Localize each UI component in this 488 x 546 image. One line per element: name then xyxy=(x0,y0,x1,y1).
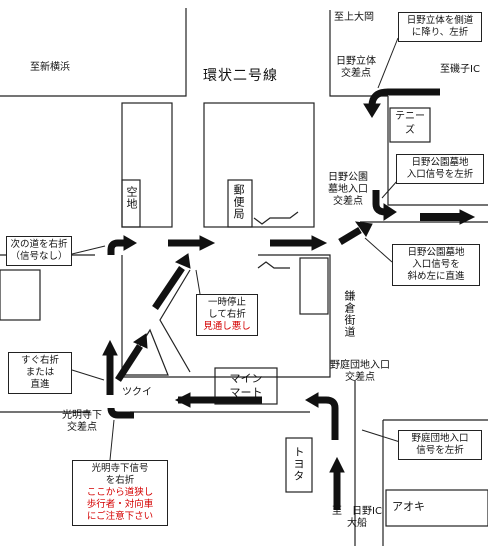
building-aoki xyxy=(385,489,488,527)
callout-komyoji: 光明寺下信号 を右折 ここから道狭し 歩行者・対向車 にご注意下さい xyxy=(72,460,168,526)
komyoji-warning-text: ここから道狭し 歩行者・対向車 にご注意下さい xyxy=(86,487,154,522)
route-arrowhead xyxy=(329,456,345,473)
building-label-tennies: テニーズ xyxy=(395,111,425,136)
building-label-akichi: 空地 xyxy=(125,186,138,210)
road-edge xyxy=(159,269,191,373)
leader-line xyxy=(361,429,401,443)
route-arrowhead xyxy=(311,235,328,251)
leader-line xyxy=(71,369,105,381)
komyoji-turn-text: 光明寺下信号 を右折 xyxy=(91,463,149,486)
route-arrowhead xyxy=(354,221,373,237)
road-name-kanjo2: 環状二号線 xyxy=(203,68,278,84)
building-block xyxy=(121,102,173,228)
building-block xyxy=(0,269,41,321)
building-label-aoki: アオキ xyxy=(392,500,425,513)
building-yakiniku xyxy=(299,257,329,315)
label-kamakura-kaido: 鎌倉街道 xyxy=(343,290,356,338)
building-toyota xyxy=(285,437,313,493)
route-arrow xyxy=(318,396,339,440)
leader-line xyxy=(381,179,399,199)
callout-hino-rittai: 日野立体を側道 に降り、左折 xyxy=(398,12,482,42)
route-arrowhead xyxy=(102,339,118,356)
building-label-yubinkyoku: 郵便局 xyxy=(232,184,245,220)
route-arrow xyxy=(152,266,185,310)
route-arrowhead xyxy=(383,203,397,221)
road-edge xyxy=(0,8,187,97)
callout-bochi-diagonal: 日野公園墓地 入口信号を 斜め左に直進 xyxy=(392,244,480,286)
building-label-mainmart: マイン マート xyxy=(229,372,263,399)
building-label-toyota: トヨタ xyxy=(292,446,305,482)
route-arrow xyxy=(107,239,124,255)
route-arrowhead xyxy=(174,253,191,269)
road-edge xyxy=(121,254,331,378)
label-bochi-intersection: 日野公園 墓地入口 交差点 xyxy=(328,172,368,207)
label-hino-rittai-intersection: 日野立体 交差点 xyxy=(336,56,376,79)
building-akichi xyxy=(121,179,141,228)
label-to-shin-yokohama: 至新横浜 xyxy=(30,62,70,73)
building-mainmart xyxy=(214,367,278,405)
callout-right-or-straight: すぐ右折 または 直進 xyxy=(8,352,72,394)
callout-next-road-right: 次の道を右折 （信号なし） xyxy=(6,236,72,266)
stop-right-text: 一時停止 して右折 xyxy=(207,297,246,320)
route-arrowhead xyxy=(174,392,191,408)
route-arrow xyxy=(368,88,440,107)
leader-line xyxy=(71,245,106,255)
building-label-tsukui: ツクイ xyxy=(122,387,152,398)
building-yubinkyoku xyxy=(227,179,253,228)
route-arrow xyxy=(115,344,143,382)
leader-line xyxy=(377,37,399,89)
route-arrow xyxy=(107,407,134,419)
route-arrowhead xyxy=(123,235,137,251)
route-arrowhead xyxy=(199,235,216,251)
road-edge xyxy=(329,10,388,97)
route-arrowhead xyxy=(459,209,476,225)
label-to-kamiooka: 至上大岡 xyxy=(334,12,374,23)
leader-line xyxy=(109,419,115,461)
leader-line xyxy=(364,237,393,263)
label-to-isogo-ic: 至磯子IC xyxy=(440,64,480,75)
poor-visibility-text: 見通し悪し xyxy=(203,321,251,332)
building-mark xyxy=(257,261,290,269)
label-noniwa-intersection: 野庭団地入口 交差点 xyxy=(330,360,390,383)
route-arrowhead xyxy=(132,333,148,349)
label-komyoji-intersection: 光明寺下 交差点 xyxy=(62,410,102,433)
building-tennies xyxy=(389,107,431,143)
callout-bochi-signal: 日野公園墓地 入口信号を左折 xyxy=(396,154,484,184)
callout-noniwa: 野庭団地入口 信号を左折 xyxy=(398,430,482,460)
building-block xyxy=(203,102,315,228)
leader-line xyxy=(195,269,201,295)
route-arrow xyxy=(338,226,362,246)
building-mark xyxy=(253,211,299,225)
route-arrowhead xyxy=(305,392,319,408)
callout-stop-right: 一時停止 して右折 見通し悪し xyxy=(196,294,258,336)
route-arrowhead xyxy=(363,103,381,118)
label-to-hino-ic-ofuna: 至 日野IC 大船 xyxy=(332,506,382,529)
road-edge xyxy=(387,96,488,206)
